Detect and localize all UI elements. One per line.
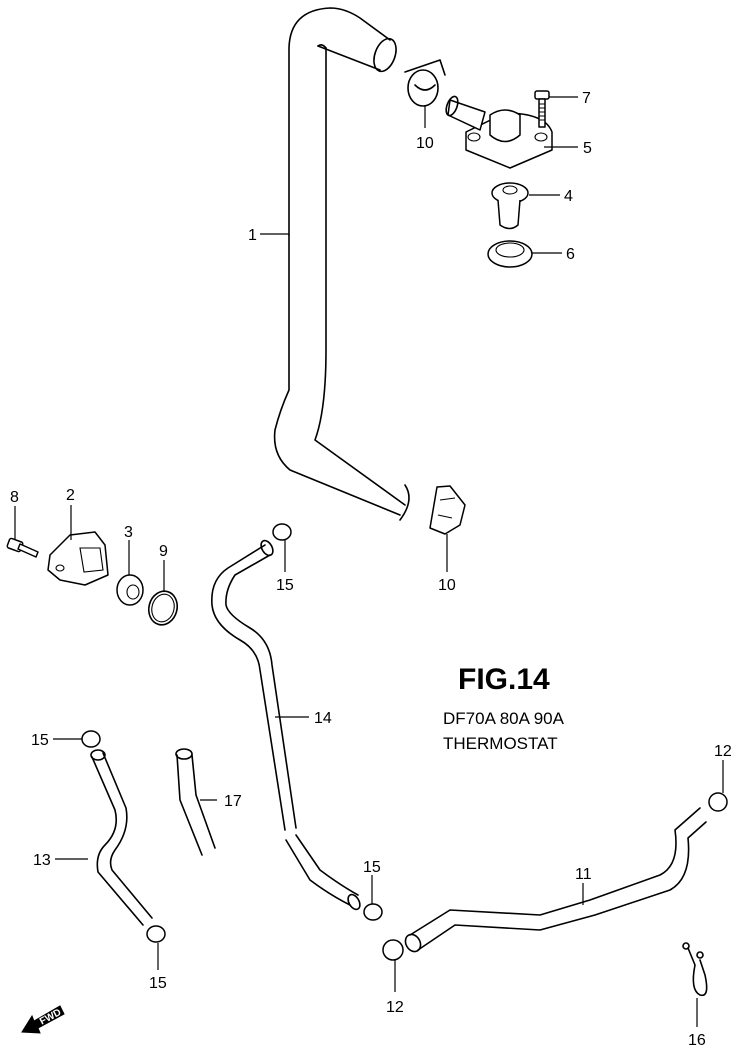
clip-part-16 (682, 942, 708, 997)
hose-part-14 (211, 539, 361, 911)
callout-4: 4 (564, 188, 573, 205)
callout-14: 14 (314, 710, 332, 727)
housing-part-2 (47, 531, 109, 586)
clamp-part-15-b (81, 730, 101, 748)
clamp-part-12-b (382, 939, 404, 961)
hose-part-1 (273, 7, 410, 521)
callout-1: 1 (248, 227, 257, 244)
figure-title: FIG.14 (458, 663, 550, 696)
fitting-part-3 (116, 574, 144, 606)
callout-3: 3 (124, 524, 133, 541)
callout-17: 17 (224, 793, 242, 810)
callout-5: 5 (583, 140, 592, 157)
clamp-part-15-c (146, 925, 166, 943)
clamp-part-15-d (363, 903, 383, 921)
clamp-part-10-upper (404, 59, 446, 107)
callout-15-bottom: 15 (149, 975, 167, 992)
callout-15-middle: 15 (363, 859, 381, 876)
hose-part-17 (175, 748, 216, 856)
callout-16: 16 (688, 1032, 706, 1049)
clamp-part-15-a (272, 523, 292, 541)
fwd-label: FWD (38, 1007, 63, 1027)
callout-8: 8 (10, 489, 19, 506)
bolt-part-7 (534, 90, 550, 128)
o-ring-part-9 (147, 590, 179, 626)
callout-12-right: 12 (714, 743, 732, 760)
thermostat-part-4 (491, 182, 529, 230)
callout-11: 11 (575, 866, 592, 883)
figure-models: DF70A 80A 90A (443, 709, 564, 728)
bolt-part-8 (6, 537, 39, 558)
figure-name: THERMOSTAT (443, 734, 558, 753)
seal-ring-part-6 (487, 240, 533, 268)
callout-2: 2 (66, 487, 75, 504)
callout-15-upper: 15 (276, 577, 294, 594)
callout-15-left: 15 (31, 732, 49, 749)
callout-9: 9 (159, 543, 168, 560)
callout-10-upper: 10 (416, 135, 434, 152)
thermostat-cover-part-5 (445, 95, 553, 169)
clamp-part-10-lower (429, 485, 466, 535)
callout-10-lower: 10 (438, 577, 456, 594)
hose-part-13 (90, 749, 153, 926)
callout-12-bottom: 12 (386, 999, 404, 1016)
callout-13: 13 (33, 852, 51, 869)
clamp-part-12-a (708, 792, 728, 812)
callout-7: 7 (582, 90, 591, 107)
callout-6: 6 (566, 246, 575, 263)
fwd-arrow-icon: FWD (21, 1005, 65, 1034)
hose-part-11 (404, 807, 707, 953)
